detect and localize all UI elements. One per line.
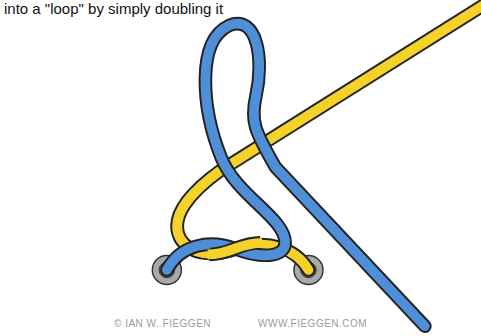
caption-text: into a "loop" by simply doubling it [2,0,225,17]
blue-lace [167,24,425,327]
website-text: WWW.FIEGGEN.COM [258,318,367,329]
yellow-crossing [208,243,262,255]
lace-figure [152,4,481,326]
copyright-text: © IAN W. FIEGGEN [114,318,211,329]
